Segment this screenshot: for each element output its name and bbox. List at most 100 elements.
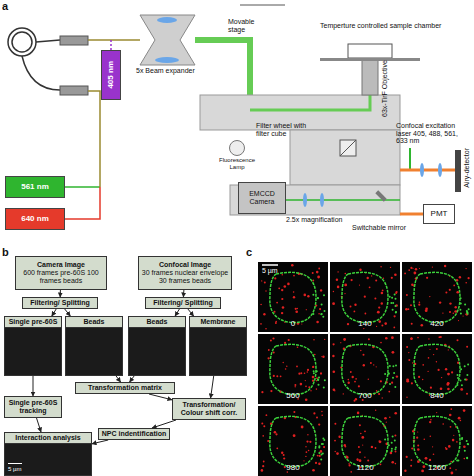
box-label: 405 nm [107,61,116,89]
particle [392,377,394,379]
particle [395,451,397,453]
box-title: Single pre-60S tracking [7,399,59,414]
particle [316,388,318,390]
particle [456,384,458,386]
particle [394,315,396,317]
illustration-part [438,163,442,177]
particle [457,377,459,379]
particle [307,369,309,371]
particle [463,445,466,448]
label-text: 560 [286,391,299,400]
particle [312,294,314,296]
flow-arrow [183,290,185,297]
box-label: 640 nm [21,215,49,224]
particle [260,304,262,306]
particle [388,391,390,393]
image-panel: Interaction analysis5 µm [4,432,92,476]
particle [388,444,390,446]
particle [293,434,296,437]
particle [285,368,287,370]
panel-title: Single pre-60S [5,317,61,328]
particle [464,304,466,306]
particle [467,443,469,445]
particle [343,338,346,341]
process-box: Transformation matrix [75,382,175,394]
particle [422,379,423,380]
particle [348,379,350,381]
particle [394,386,396,388]
process-box: Filtering/ Splitting [22,297,98,309]
particle [344,444,346,446]
process-box: Transformation/ Colour shift corr. [172,398,246,420]
illustration-part [155,57,179,63]
particle [262,465,264,467]
particle [466,457,468,459]
particle [316,380,317,381]
particle [460,313,462,315]
particle [395,304,398,307]
particle [432,266,433,267]
particle [445,368,447,370]
particle [281,298,283,300]
particle [273,375,275,377]
nuclear-envelope [414,344,460,394]
particle [408,308,410,310]
particle [282,306,285,309]
particle [457,339,459,341]
label-text: 0 [291,319,295,328]
particle [312,366,314,368]
particle [260,323,262,325]
image-cell [402,262,472,332]
particle [380,342,382,344]
particle [355,378,357,380]
particle [320,289,322,291]
particle [323,446,325,448]
nuclear-envelope [270,416,316,466]
image-cell [402,406,472,476]
label-text: Confocal excitation laser 405, 488, 561,… [396,122,458,144]
particle [455,469,456,470]
nuclear-envelope [414,272,460,322]
detector-box: PMT [423,204,455,224]
nuclear-envelope [270,272,316,322]
particle [316,417,318,419]
particle [395,312,397,314]
image-panel: Beads [128,316,186,376]
particle [275,321,277,323]
particle [449,311,451,313]
particle [455,306,457,308]
flow-arrow [52,309,56,316]
particle [415,268,417,270]
illustration-part [340,140,356,156]
particle [396,291,398,293]
particle [276,447,278,449]
particle [417,431,418,432]
particle [453,285,455,287]
particle [351,279,353,281]
particle [376,366,377,367]
label-text: 700 [358,391,371,400]
particle [436,348,438,350]
panel-title: Interaction analysis [5,433,91,444]
particle [375,410,376,411]
particle [324,379,326,381]
box-label: 561 nm [21,183,49,192]
particle [313,370,315,372]
part-label: Movable stage [228,18,272,33]
particle [381,325,383,327]
particle [273,352,275,354]
particle [382,397,383,398]
particle [384,417,387,420]
particle [448,349,449,350]
particle [458,320,459,321]
particle [305,380,306,381]
particle [306,451,308,453]
particle [411,459,413,461]
particle [303,460,304,461]
image-cell [258,406,328,476]
illustration-part [22,56,60,90]
particle [280,375,282,377]
particle [368,379,369,380]
particle [406,378,409,381]
